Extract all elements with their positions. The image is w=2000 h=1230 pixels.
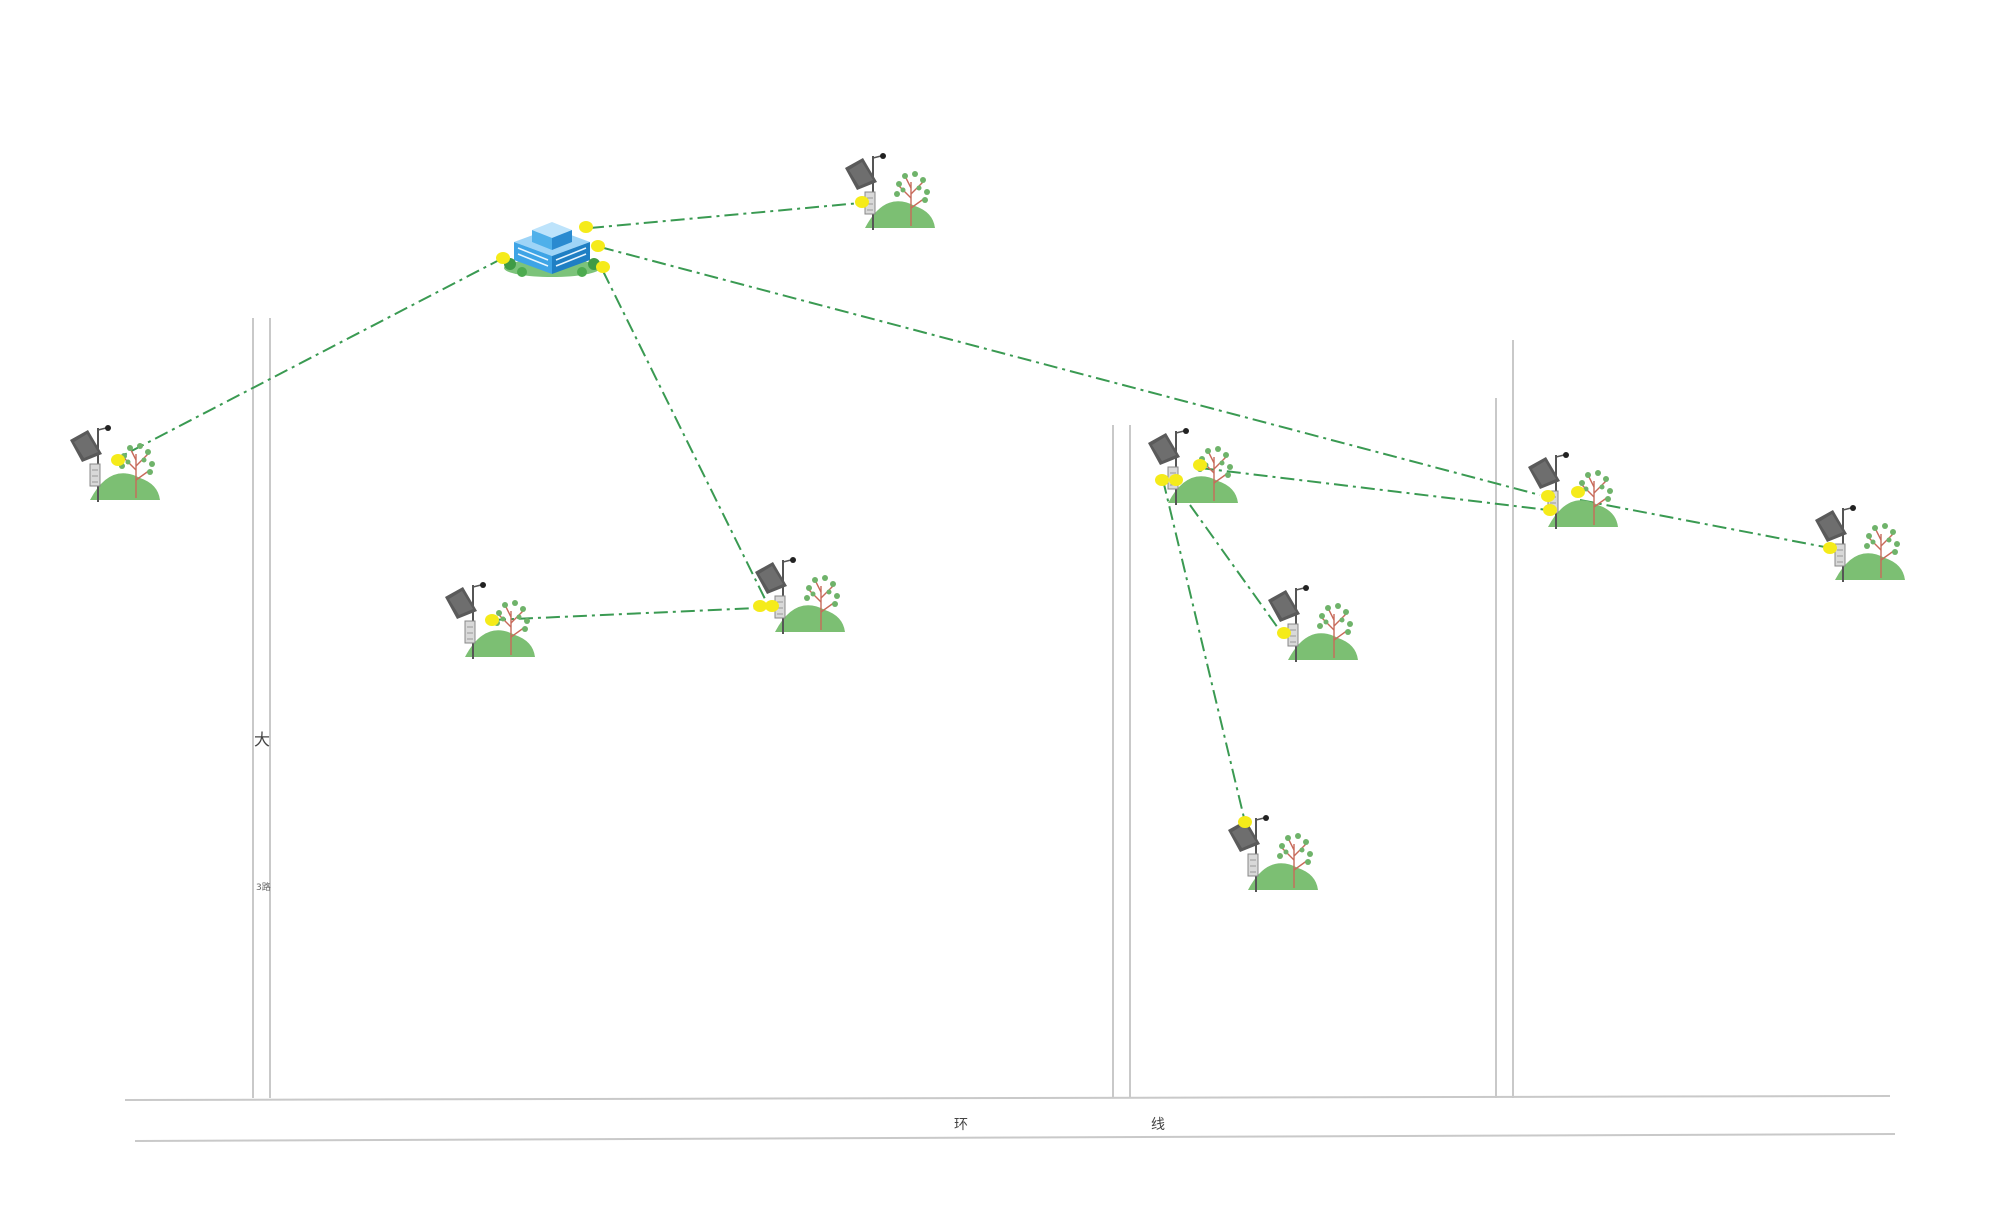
connector-dot [1541, 490, 1555, 502]
monitoring-station-icon [1815, 505, 1905, 582]
monitoring-station-icon [1268, 585, 1358, 662]
road-horizontal-lower [134, 1133, 1896, 1142]
link-hub-s1 [117, 257, 504, 459]
nodes-layer [70, 153, 1905, 892]
monitoring-station-icon [1148, 428, 1238, 505]
connector-dots-layer [111, 196, 1837, 828]
connector-dot [579, 221, 593, 233]
connector-dot [591, 240, 605, 252]
link-hub-s4 [602, 270, 769, 606]
connector-dot [765, 600, 779, 612]
roads [124, 318, 1896, 1142]
road-label-horizontal-1: 环 [954, 1117, 968, 1133]
road-label-number: 3路 [256, 883, 271, 893]
connector-dot [1238, 816, 1252, 828]
connector-dot [1543, 504, 1557, 516]
monitoring-station-icon [755, 557, 845, 634]
monitoring-station-icon [1228, 815, 1318, 892]
connector-dot [596, 261, 610, 273]
monitoring-station-icon [845, 153, 935, 230]
monitoring-station-icon [70, 425, 160, 502]
connector-dot [496, 252, 510, 264]
link-s5-s7 [1199, 467, 1549, 511]
link-s5-s6 [1189, 504, 1284, 636]
connector-dot [753, 600, 767, 612]
road-label-horizontal-2: 线 [1151, 1117, 1165, 1133]
connector-dot [1571, 486, 1585, 498]
link-hub-s2 [589, 202, 861, 229]
connector-dot [1823, 542, 1837, 554]
connector-dot [1193, 459, 1207, 471]
connector-dot [1277, 627, 1291, 639]
link-s7-s8 [1579, 499, 1831, 549]
link-hub-s7 [599, 246, 1541, 496]
connector-dot [1169, 474, 1183, 486]
connector-dot [485, 614, 499, 626]
connector-dot [111, 454, 125, 466]
road-label-vertical: 大 [254, 730, 271, 749]
connector-dot [855, 196, 869, 208]
office-building-icon [504, 222, 600, 277]
links-layer [117, 202, 1831, 823]
connector-dot [1155, 474, 1169, 486]
link-s3-s4 [491, 607, 759, 621]
road-horizontal-upper [124, 1095, 1891, 1101]
link-s5-s9 [1162, 479, 1246, 823]
